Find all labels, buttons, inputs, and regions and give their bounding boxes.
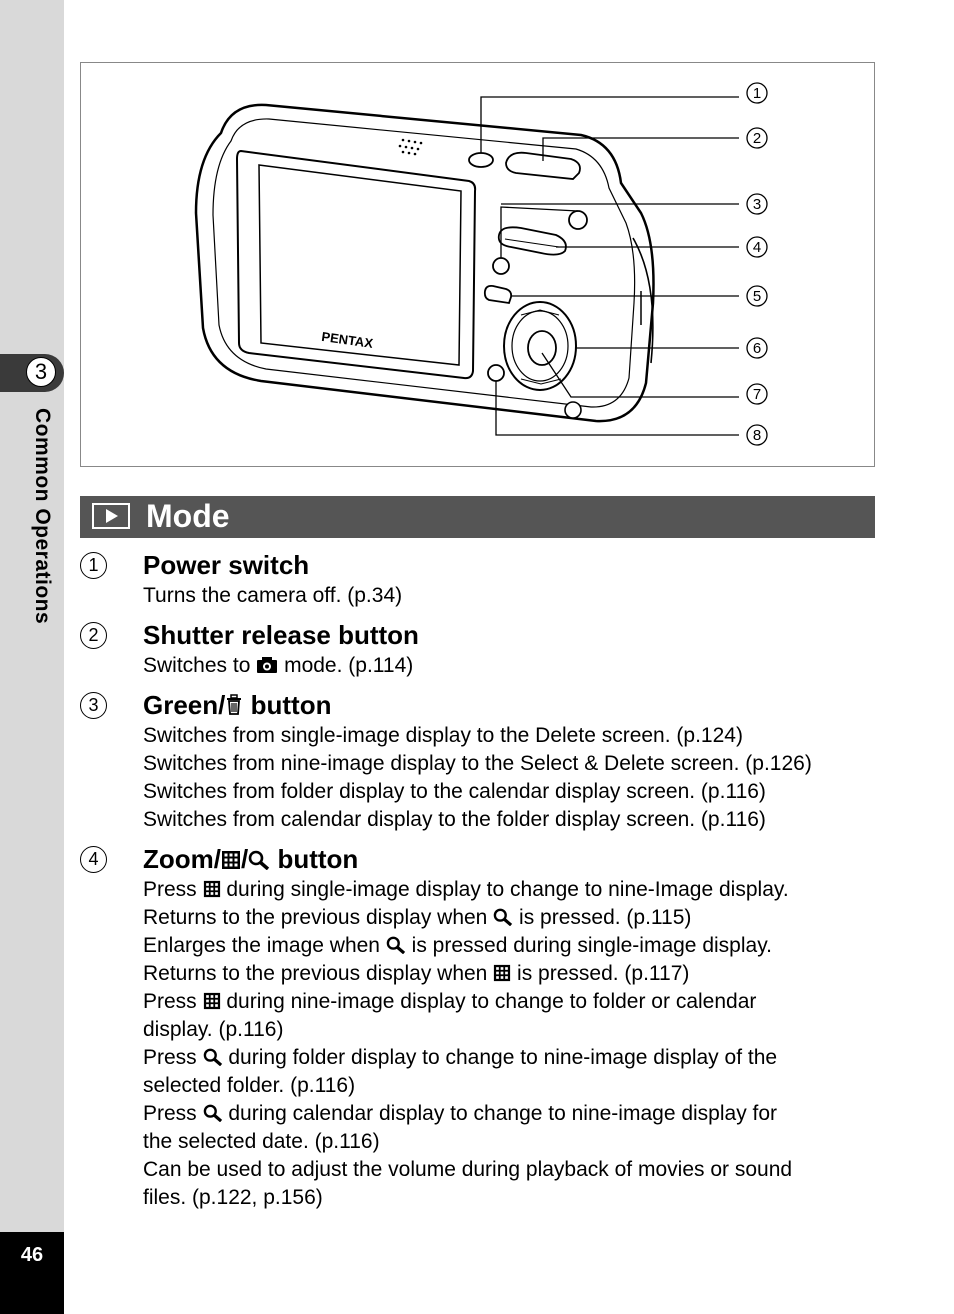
callout-7	[746, 383, 768, 405]
title-text: Green/	[143, 690, 226, 720]
section-title: Mode	[146, 498, 230, 534]
camera-back-drawing: PENTAX 1 2 3 4 5 6 7	[194, 82, 768, 446]
callout-2	[746, 127, 768, 149]
callout-1-label: 1	[753, 85, 761, 102]
desc-text: mode. (p.114)	[284, 654, 414, 677]
callout-6-label: 6	[753, 340, 761, 357]
item-desc: Returns to the previous display when is …	[143, 904, 880, 932]
desc-text: Enlarges the image when	[143, 934, 380, 957]
magnifier-icon	[203, 1048, 222, 1066]
chapter-sidebar: 3 Common Operations 46	[0, 0, 64, 1314]
desc-text: Press	[143, 990, 197, 1013]
grid-thumbnail-icon	[494, 964, 511, 982]
desc-text: Returns to the previous display when	[143, 962, 488, 985]
title-text: button	[250, 690, 332, 720]
callout-8	[746, 424, 768, 446]
desc-text: Press	[143, 878, 197, 901]
item-title: Green/ button	[143, 688, 880, 722]
item-number: 2	[80, 622, 107, 649]
desc-text: Press	[143, 1102, 197, 1125]
callout-6	[746, 337, 768, 359]
desc-text: during single-image display to change to…	[226, 878, 789, 901]
item-desc: the selected date. (p.116)	[143, 1130, 380, 1153]
item-green-button: 3 Green/ button Switches from single-ima…	[80, 688, 880, 834]
callout-8-label: 8	[753, 427, 761, 444]
grid-thumbnail-icon	[203, 992, 220, 1010]
page-number: 46	[0, 1232, 64, 1314]
callout-3-label: 3	[753, 196, 761, 213]
callout-7-label: 7	[753, 386, 761, 403]
item-desc: selected folder. (p.116)	[143, 1074, 356, 1097]
magnifier-icon	[386, 936, 405, 954]
title-text: button	[277, 844, 359, 874]
item-title: Power switch	[143, 550, 310, 580]
grid-thumbnail-icon	[222, 851, 240, 869]
item-number: 4	[80, 846, 107, 873]
callout-4-label: 4	[753, 239, 761, 256]
desc-text: during folder display to change to nine-…	[228, 1046, 778, 1069]
item-zoom-button: 4 Zoom/ / button Press during single-ima…	[80, 842, 880, 1212]
camera-illustration: PENTAX 1 2 3 4 5 6 7	[80, 62, 875, 467]
brand-logo: PENTAX	[321, 329, 375, 351]
grid-thumbnail-icon	[203, 880, 220, 898]
playback-icon	[92, 503, 130, 529]
section-header: Mode	[80, 496, 875, 538]
desc-text: during calendar display to change to nin…	[228, 1102, 778, 1125]
callout-4	[746, 236, 768, 258]
title-text: Zoom/	[143, 844, 221, 874]
desc-text: is pressed during single-image display.	[411, 934, 772, 957]
item-number: 3	[80, 692, 107, 719]
trash-icon	[227, 694, 242, 715]
button-descriptions: 1 Power switch Turns the camera off. (p.…	[80, 548, 880, 1220]
item-desc: Switches from calendar display to the fo…	[143, 808, 766, 831]
callout-3	[746, 193, 768, 215]
item-number: 1	[80, 552, 107, 579]
item-desc: Can be used to adjust the volume during …	[143, 1158, 793, 1181]
item-desc: Switches from folder display to the cale…	[143, 780, 766, 803]
magnifier-icon	[493, 908, 513, 926]
item-power-switch: 1 Power switch Turns the camera off. (p.…	[80, 548, 880, 610]
item-desc: Press during nine-image display to chang…	[143, 988, 880, 1016]
callout-2-label: 2	[753, 130, 761, 147]
desc-text: during nine-image display to change to f…	[226, 990, 757, 1013]
chapter-tab: 3	[0, 354, 64, 392]
chapter-title: Common Operations	[31, 408, 54, 625]
desc-text: is pressed. (p.115)	[519, 906, 692, 929]
item-desc: Switches from nine-image display to the …	[143, 752, 812, 775]
item-desc: Press during folder display to change to…	[143, 1044, 880, 1072]
item-desc: Press during single-image display to cha…	[143, 876, 880, 904]
desc-text: Returns to the previous display when	[143, 906, 488, 929]
item-desc: display. (p.116)	[143, 1018, 284, 1041]
chapter-number: 3	[26, 357, 56, 387]
item-desc: Switches to mode. (p.114)	[143, 652, 880, 680]
desc-text: is pressed. (p.117)	[517, 962, 690, 985]
item-desc: Switches from single-image display to th…	[143, 724, 743, 747]
item-desc: Turns the camera off. (p.34)	[143, 584, 403, 607]
item-desc: Press during calendar display to change …	[143, 1100, 880, 1128]
callout-5-label: 5	[753, 288, 761, 305]
item-title: Shutter release button	[143, 620, 419, 650]
magnifier-icon	[248, 850, 270, 870]
callout-1	[746, 82, 768, 104]
desc-text: Press	[143, 1046, 197, 1069]
item-title: Zoom/ / button	[143, 844, 359, 874]
item-desc: Enlarges the image when is pressed durin…	[143, 932, 880, 960]
item-desc: Returns to the previous display when is …	[143, 960, 880, 988]
callout-5	[746, 285, 768, 307]
item-desc: files. (p.122, p.156)	[143, 1186, 323, 1209]
desc-text: Switches to	[143, 654, 251, 677]
magnifier-icon	[203, 1104, 222, 1122]
camera-icon	[257, 657, 278, 673]
item-shutter-release-button: 2 Shutter release button Switches to mod…	[80, 618, 880, 680]
